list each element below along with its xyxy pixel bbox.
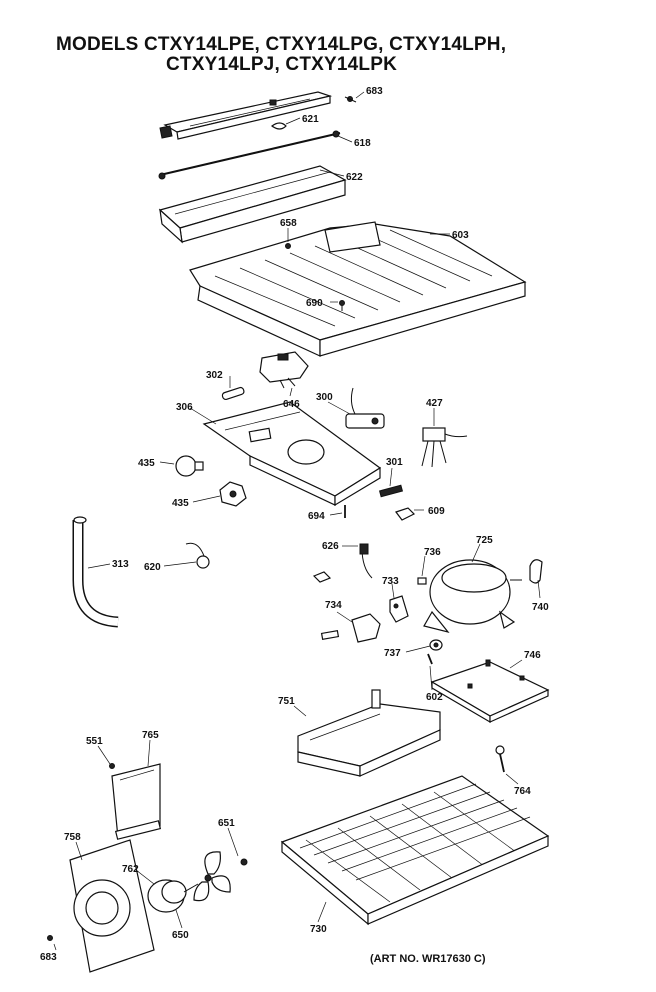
part-shelf-603 [189, 221, 527, 357]
part-screw-764 [495, 745, 505, 773]
part-relay-427 [421, 427, 468, 468]
part-fan-blade-651 [193, 851, 248, 902]
part-bulb-435 [175, 455, 204, 477]
part-screw-683 [344, 96, 357, 103]
part-screw-690 [339, 300, 345, 311]
part-heater-620 [185, 542, 210, 569]
callout-762: 762 [122, 864, 139, 875]
part-clip-740 [529, 559, 543, 584]
callout-683-lower: 683 [40, 952, 57, 963]
part-cord-626 [312, 543, 373, 583]
callout-300: 300 [316, 392, 333, 403]
part-overload-733 [389, 595, 409, 623]
leader-lines [53, 91, 541, 951]
part-top-rail [159, 91, 333, 140]
callout-622: 622 [346, 172, 363, 183]
part-switch-300 [345, 387, 385, 429]
callout-730: 730 [310, 924, 327, 935]
part-drain-pan-751 [297, 689, 441, 777]
part-condenser-730 [280, 775, 550, 926]
callout-306: 306 [176, 402, 193, 413]
callout-734: 734 [325, 600, 342, 611]
callout-621: 621 [302, 114, 319, 125]
callout-labels: 683 621 618 622 658 603 690 302 646 306 … [40, 86, 549, 963]
callout-302: 302 [206, 370, 223, 381]
part-screw-683-lower [47, 935, 53, 941]
part-thermostat-646 [259, 351, 309, 389]
callout-683: 683 [366, 86, 383, 97]
callout-313: 313 [112, 559, 129, 570]
callout-690: 690 [306, 298, 323, 309]
callout-551: 551 [86, 736, 103, 747]
callout-618: 618 [354, 138, 371, 149]
callout-765: 765 [142, 730, 159, 741]
part-housing-306 [202, 401, 382, 507]
part-drain-tube-313 [72, 516, 119, 628]
part-clip-736 [417, 577, 427, 585]
callout-694: 694 [308, 511, 325, 522]
callout-609: 609 [428, 506, 445, 517]
callout-758: 758 [64, 832, 81, 843]
diagram-title-line-2: CTXY14LPJ, CTXY14LPK [166, 54, 398, 75]
callout-646: 646 [283, 399, 300, 410]
callout-650: 650 [172, 930, 189, 941]
callout-736: 736 [424, 547, 441, 558]
callout-733: 733 [382, 576, 399, 587]
callout-435-bulb: 435 [138, 458, 155, 469]
callout-626: 626 [322, 541, 339, 552]
callout-651: 651 [218, 818, 235, 829]
part-socket-435 [219, 481, 247, 507]
part-capacitor-734 [320, 613, 381, 643]
part-tray-622 [158, 165, 347, 244]
part-compressor-725 [423, 559, 522, 634]
part-rod-618 [158, 130, 341, 180]
callout-602: 602 [426, 692, 443, 703]
callout-737: 737 [384, 648, 401, 659]
callout-427: 427 [426, 398, 443, 409]
diagram-title-line-1: MODELS CTXY14LPE, CTXY14LPG, CTXY14LPH, [56, 34, 507, 55]
part-grommet-737 [429, 639, 443, 651]
callout-435-socket: 435 [172, 498, 189, 509]
callout-751: 751 [278, 696, 295, 707]
callout-764: 764 [514, 786, 531, 797]
part-screw-551 [109, 763, 115, 769]
callout-746: 746 [524, 650, 541, 661]
part-panel-765 [111, 763, 162, 840]
part-clip-621 [270, 122, 287, 130]
part-grommet-609 [395, 507, 416, 521]
callout-301: 301 [386, 457, 403, 468]
part-base-plate-746 [430, 659, 550, 724]
part-bolt-301 [378, 484, 404, 498]
art-number: (ART NO. WR17630 C) [370, 953, 486, 965]
callout-658: 658 [280, 218, 297, 229]
part-screw-658 [285, 243, 291, 249]
part-screw-602 [427, 653, 433, 665]
callout-603: 603 [452, 230, 469, 241]
part-fan-motor [147, 879, 199, 913]
callout-740: 740 [532, 602, 549, 613]
part-tube-302 [221, 386, 245, 401]
part-fan-shroud-758 [69, 839, 155, 973]
callout-725: 725 [476, 535, 493, 546]
callout-620: 620 [144, 562, 161, 573]
